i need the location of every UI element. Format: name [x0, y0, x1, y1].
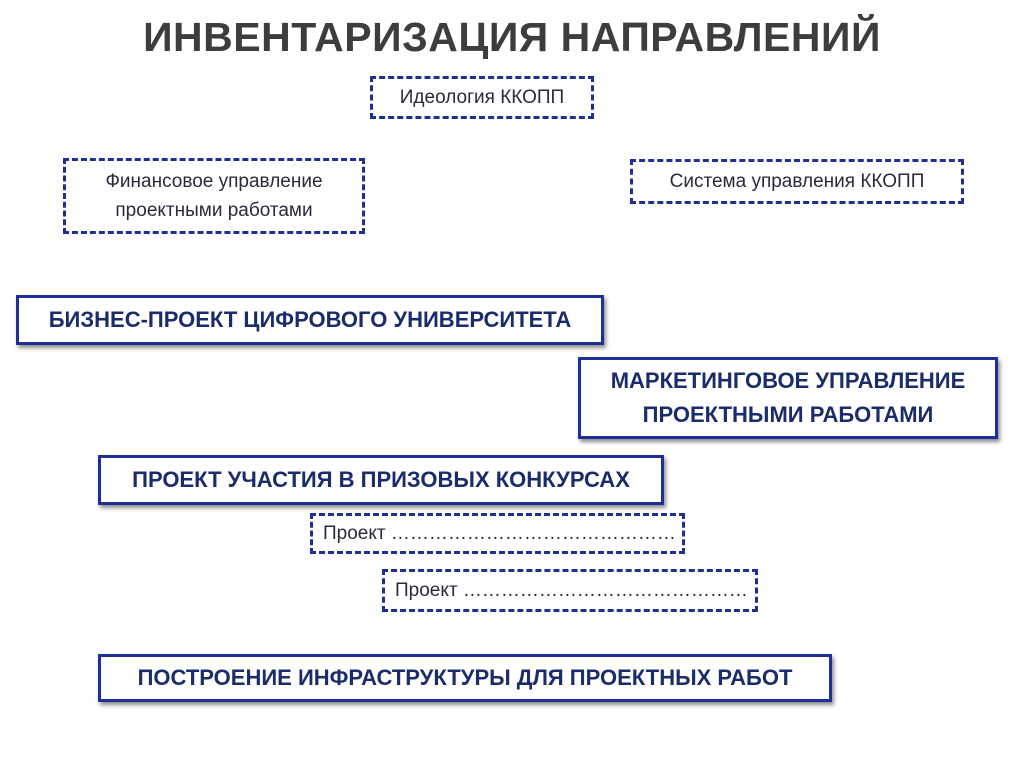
marketing-label-line2: ПРОЕКТНЫМИ РАБОТАМИ	[642, 402, 934, 427]
finance-box: Финансовое управление проектными работам…	[63, 158, 365, 234]
contests-project-box: ПРОЕКТ УЧАСТИЯ В ПРИЗОВЫХ КОНКУРСАХ	[98, 455, 664, 505]
ideology-box: Идеология ККОПП	[370, 76, 594, 119]
finance-label-line1: Финансовое управление	[105, 171, 323, 192]
project-placeholder-label-2: Проект ………………………………………	[395, 580, 748, 601]
business-project-label: БИЗНЕС-ПРОЕКТ ЦИФРОВОГО УНИВЕРСИТЕТА	[48, 307, 572, 332]
page-title: ИНВЕНТАРИЗАЦИЯ НАПРАВЛЕНИЙ	[143, 14, 881, 60]
system-label: Система управления ККОПП	[669, 171, 925, 192]
contests-project-label: ПРОЕКТ УЧАСТИЯ В ПРИЗОВЫХ КОНКУРСАХ	[132, 467, 630, 492]
project-placeholder-box-2: Проект ………………………………………	[382, 569, 758, 612]
project-placeholder-label-1: Проект ………………………………………	[323, 523, 676, 544]
finance-label-line2: проектными работами	[115, 200, 313, 221]
business-project-box: БИЗНЕС-ПРОЕКТ ЦИФРОВОГО УНИВЕРСИТЕТА	[16, 295, 604, 345]
infrastructure-box: ПОСТРОЕНИЕ ИНФРАСТРУКТУРЫ ДЛЯ ПРОЕКТНЫХ …	[98, 654, 832, 702]
project-placeholder-box-1: Проект ………………………………………	[310, 513, 685, 554]
marketing-label-line1: МАРКЕТИНГОВОЕ УПРАВЛЕНИЕ	[610, 368, 966, 393]
ideology-label: Идеология ККОПП	[399, 87, 565, 108]
infrastructure-label: ПОСТРОЕНИЕ ИНФРАСТРУКТУРЫ ДЛЯ ПРОЕКТНЫХ …	[137, 665, 793, 690]
system-box: Система управления ККОПП	[630, 159, 964, 204]
marketing-box: МАРКЕТИНГОВОЕ УПРАВЛЕНИЕ ПРОЕКТНЫМИ РАБО…	[578, 357, 998, 439]
